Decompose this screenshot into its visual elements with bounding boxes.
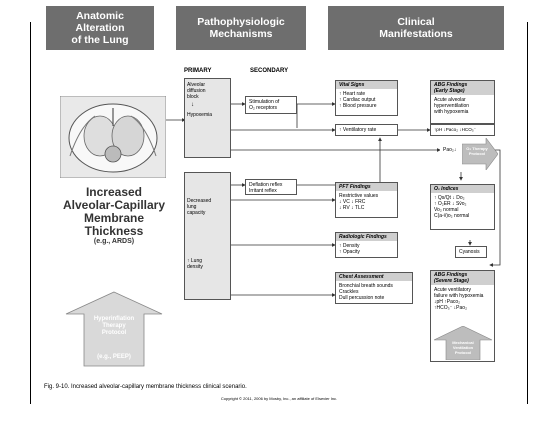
hyperinflation-example: (e.g., PEEP) <box>97 354 131 360</box>
o2-protocol-arrow <box>462 138 498 170</box>
abg-early-box: ABG Findings (Early Stage) Acute alveolar… <box>430 80 495 124</box>
abg-severe-body: Acute ventilatory failure with hypoxemia… <box>434 287 484 311</box>
primary-box-lung <box>184 172 231 300</box>
vital-signs-body: ↑ Heart rate ↑ Cardiac output ↑ Blood pr… <box>339 91 377 109</box>
primary-label: PRIMARY <box>184 68 212 74</box>
lung-illustration <box>60 96 166 178</box>
condition-example: (e.g., ARDS) <box>93 238 135 245</box>
ventilatory-rate-box: ↑ Ventilatory rate <box>335 124 398 136</box>
pft-title: PFT Findings <box>336 183 397 191</box>
deflation-box: Deflation reflex Irritant reflex <box>245 179 297 195</box>
cyanosis-box: Cyanosis <box>455 246 487 258</box>
pft-body: Restrictive values ↓ VC ↓ FRC ↓ RV ↓ TLC <box>339 193 379 211</box>
header-clinical: Clinical Manifestations <box>328 6 504 50</box>
secondary-label: SECONDARY <box>250 68 289 74</box>
chest-title: Chest Assessment <box>336 273 412 281</box>
hyperinflation-protocol-label: Hyperinflation Therapy Protocol <box>93 316 135 336</box>
header-pathophysiologic: Pathophysiologic Mechanisms <box>176 6 306 50</box>
hypoxemia-label: Hypoxemia <box>187 112 213 118</box>
mech-ventilation-label: Mechanical Ventilation Protocol <box>452 340 474 355</box>
primary-box-diffusion <box>184 78 231 158</box>
hyperinflation-arrow <box>65 291 163 367</box>
vital-signs-box: Vital Signs ↑ Heart rate ↑ Cardiac output… <box>335 80 398 116</box>
abg-early-title: ABG Findings (Early Stage) <box>431 81 494 95</box>
header-anatomic: Anatomic Alteration of the Lung <box>46 6 154 50</box>
radiologic-body: ↑ Density ↑ Opacity <box>339 243 360 255</box>
stimulation-box: Stimulation of O₂ receptors <box>245 96 297 114</box>
o2-indices-body: ↑ Qs/Qt ↓ Do₂ ↑ O₂ER ↓ Sv̄o₂ Vo₂ normal … <box>434 195 470 219</box>
abg-early-body: Acute alveolar hyperventilation with hyp… <box>434 97 470 115</box>
radiologic-title: Radiologic Findings <box>336 233 397 241</box>
abg-severe-title: ABG Findings (Severe Stage) <box>431 271 494 285</box>
lung-density-label: ↑ Lung density <box>187 258 203 270</box>
o2-indices-box: O₂ Indices ↑ Qs/Qt ↓ Do₂ ↑ O₂ER ↓ Sv̄o₂ V… <box>430 184 495 230</box>
o2-indices-title: O₂ Indices <box>431 185 494 193</box>
diffusion-block-label: Alveolar diffusion block <box>187 82 206 100</box>
mech-ventilation-arrow <box>434 326 492 360</box>
chest-body: Bronchial breath sounds Crackles Dull pe… <box>339 283 393 301</box>
lung-capacity-label: Decreased lung capacity <box>187 198 212 216</box>
o2-protocol-label: O₂ Therapy Protocol <box>466 146 488 156</box>
diffusion-arrow: ↓ <box>191 102 194 108</box>
vital-signs-title: Vital Signs <box>336 81 397 89</box>
pao2-label: Pao₂↓ <box>440 145 464 155</box>
radiologic-box: Radiologic Findings ↑ Density ↑ Opacity <box>335 232 398 258</box>
copyright-line: Copyright © 2011, 2006 by Mosby, Inc., a… <box>220 396 338 401</box>
condition-title: Increased Alveolar-Capillary Membrane Th… <box>62 185 166 238</box>
abg-early-values: ↑pH ↓Paco₂ ↓HCO₃⁻ <box>430 124 495 136</box>
figure-caption: Fig. 9-10. Increased alveolar-capillary … <box>44 384 247 390</box>
